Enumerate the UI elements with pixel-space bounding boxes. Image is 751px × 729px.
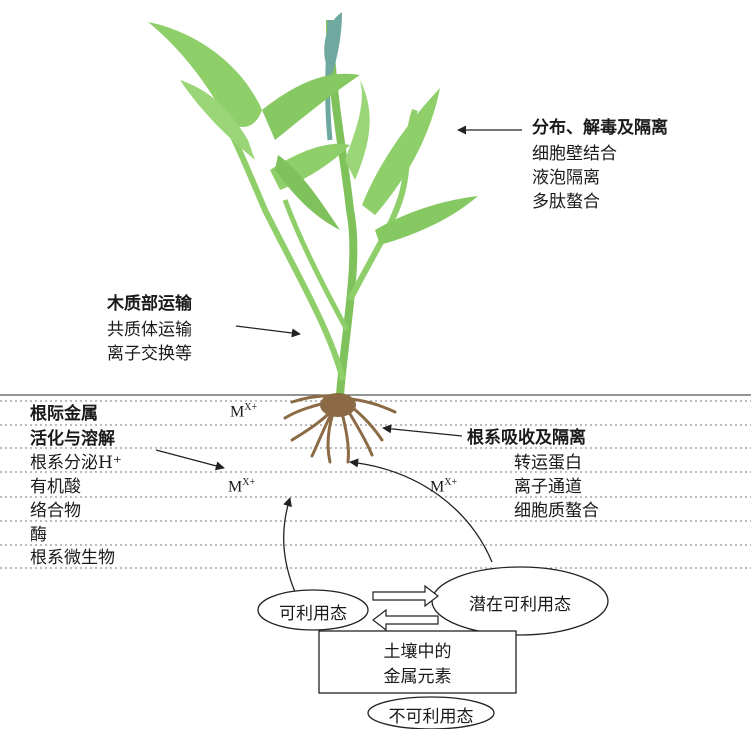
root-uptake-title: 根系吸收及隔离 — [467, 428, 586, 448]
plant-illustration — [148, 12, 478, 464]
rhizosphere-item: 络合物 — [30, 501, 81, 521]
arrow-activation — [155, 449, 225, 471]
soil-metal-box — [318, 630, 517, 694]
metal-ion-label: MX+ — [430, 477, 458, 496]
soil-box-line1: 土壤中的 — [383, 642, 452, 662]
xylem-item: 共质体运输 — [107, 320, 192, 340]
leaf — [275, 155, 340, 230]
shoot-title: 分布、解毒及隔离 — [532, 118, 668, 138]
arrow-potential-up — [349, 458, 493, 563]
shoot-item: 液泡隔离 — [532, 168, 600, 188]
leaf — [148, 22, 262, 127]
rhizosphere-item: 酶 — [30, 525, 47, 545]
leaf — [362, 88, 440, 215]
rhizosphere-item: 有机酸 — [30, 477, 81, 497]
leaf — [375, 196, 478, 245]
metal-ion-label: MX+ — [230, 402, 258, 421]
xylem-title: 木质部运输 — [107, 294, 192, 314]
exchange-arrows — [372, 584, 439, 632]
arrow-to-xylem — [235, 325, 301, 338]
root-uptake-item: 离子通道 — [514, 477, 582, 497]
potential-label: 潜在可利用态 — [469, 595, 571, 615]
soil-layer-lines — [0, 400, 751, 569]
arrow-to-root — [382, 424, 463, 437]
xylem-item: 离子交换等 — [107, 344, 192, 364]
available-ellipse — [257, 589, 369, 631]
arrow-available-up — [283, 497, 296, 593]
leaf — [180, 80, 255, 160]
unavailable-ellipse — [367, 696, 495, 729]
root-uptake-item: 细胞质螯合 — [514, 501, 599, 521]
leaf — [262, 73, 360, 140]
shoot-item: 细胞壁结合 — [532, 144, 617, 164]
rhizosphere-title-1: 根际金属 — [30, 404, 98, 424]
leaf — [324, 12, 342, 75]
root-uptake-item: 转运蛋白 — [514, 453, 582, 473]
rhizosphere-item: 根系分泌H⁺ — [30, 453, 122, 473]
unavailable-label: 不可利用态 — [388, 707, 474, 727]
available-label: 可利用态 — [279, 604, 347, 624]
leaf — [345, 80, 370, 180]
rhizosphere-title-2: 活化与溶解 — [30, 429, 115, 449]
metal-ion-label: MX+ — [228, 477, 256, 496]
soil-box-line2: 金属元素 — [383, 667, 452, 687]
shoot-item: 多肽螯合 — [532, 192, 600, 212]
rhizosphere-item: 根系微生物 — [30, 548, 115, 568]
